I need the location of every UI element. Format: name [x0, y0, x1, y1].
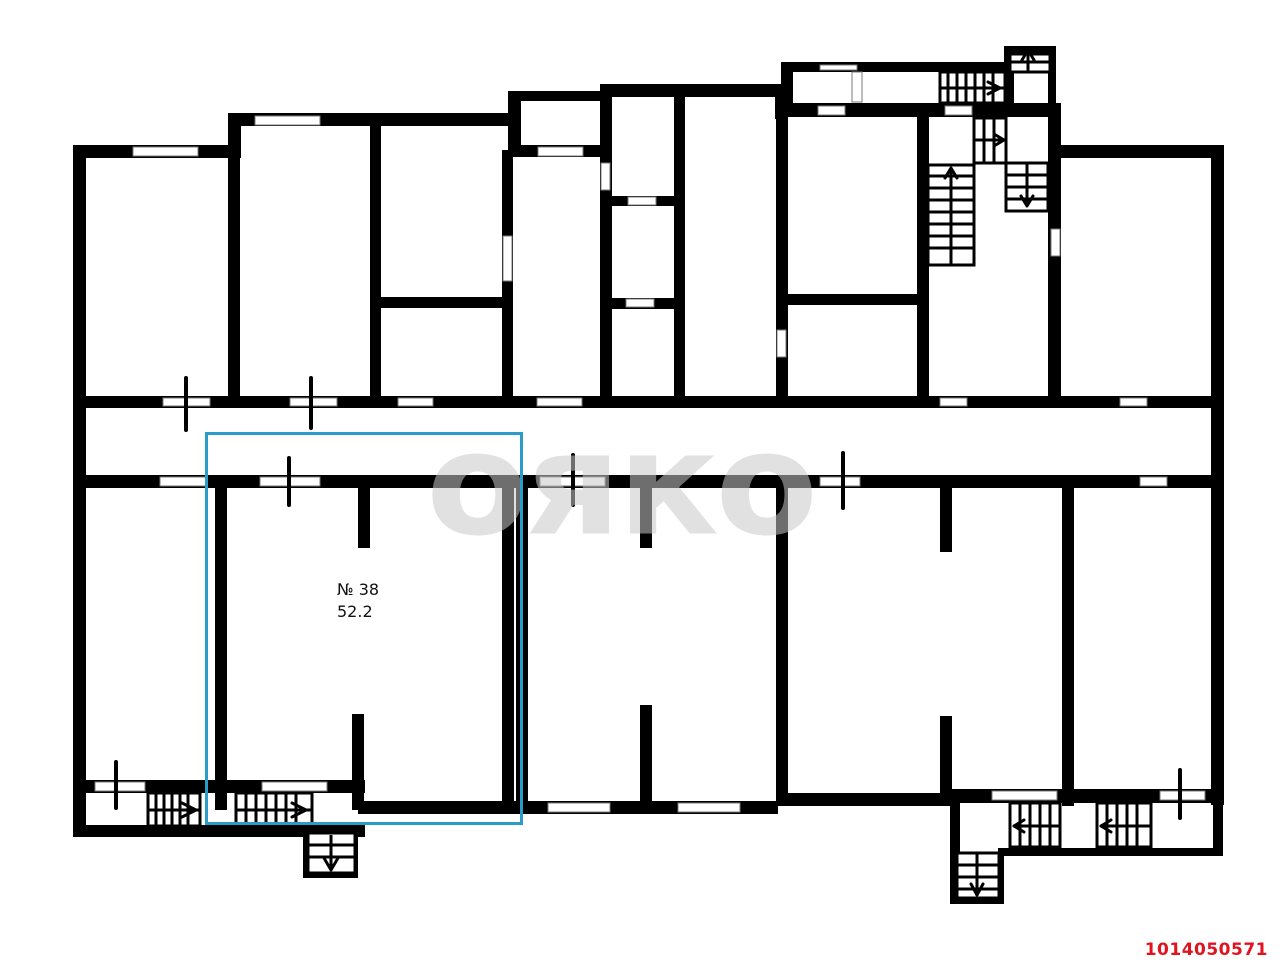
arrow-left-icon: [1012, 818, 1026, 834]
unit-number: № 38: [337, 580, 380, 599]
listing-id: 1014050571: [1144, 940, 1268, 960]
door-marks: [114, 376, 1182, 820]
arrow-down-icon: [1019, 194, 1035, 208]
unit-label: № 38 52.2: [337, 579, 379, 623]
stairs-top-right: [926, 48, 1052, 267]
stairs-bottom-left: [146, 791, 355, 872]
arrow-right-icon: [290, 801, 308, 819]
stairs-bottom-right: [955, 801, 1153, 900]
arrow-right-icon: [180, 801, 198, 819]
unit-area: 52.2: [337, 602, 373, 621]
arrow-left-icon: [1099, 818, 1113, 834]
arrow-up-icon: [943, 166, 959, 180]
arrow-down-icon: [322, 856, 340, 872]
arrow-down-icon: [969, 882, 985, 897]
arrow-up-icon: [1020, 48, 1036, 62]
arrow-right-icon: [986, 80, 1002, 96]
arrow-right-icon: [992, 132, 1006, 148]
unit-highlight-38[interactable]: [205, 432, 523, 825]
